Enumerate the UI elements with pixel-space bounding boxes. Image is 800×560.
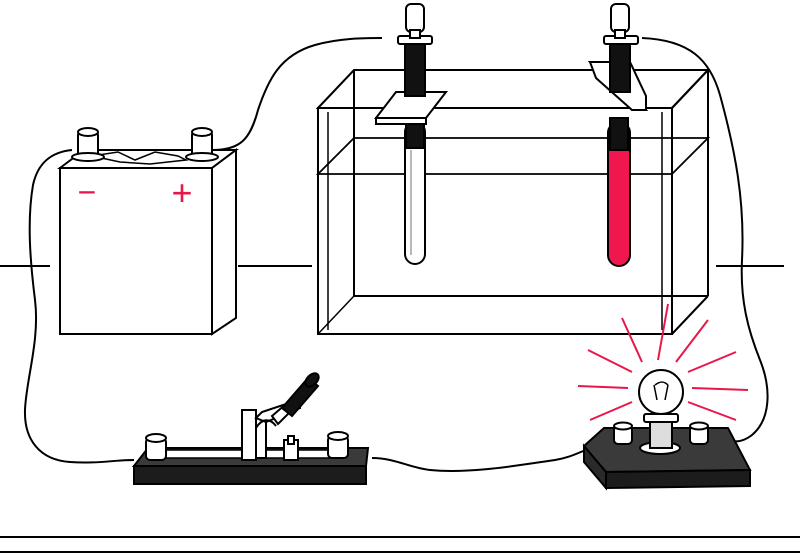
bulb-glass bbox=[638, 369, 684, 415]
battery-negative-symbol: − bbox=[78, 174, 97, 210]
bulb-socket bbox=[639, 413, 681, 455]
battery-negative-terminal bbox=[71, 127, 105, 162]
electrolysis-tank bbox=[315, 69, 711, 335]
wire-battery-to-switch bbox=[23, 149, 135, 464]
knife-switch bbox=[131, 372, 370, 485]
switch-left-terminal bbox=[145, 433, 167, 461]
battery-positive-symbol: + bbox=[171, 172, 192, 213]
liquid-surface bbox=[315, 137, 711, 175]
tank-back-rim bbox=[315, 69, 711, 109]
wire-switch-to-bulb bbox=[371, 445, 601, 472]
bulb-glow-rays bbox=[577, 303, 749, 421]
tank-front bbox=[317, 107, 673, 335]
battery-side bbox=[211, 148, 237, 336]
electrode-right bbox=[587, 3, 649, 267]
battery-strap bbox=[91, 151, 189, 165]
electrode-left bbox=[373, 3, 449, 265]
battery: − + bbox=[57, 127, 239, 336]
switch-handle bbox=[270, 372, 320, 426]
switch-right-terminal bbox=[327, 431, 349, 459]
battery-front bbox=[59, 167, 213, 335]
battery-positive-terminal bbox=[185, 127, 219, 162]
wire-battery-to-left-electrode bbox=[211, 37, 383, 151]
wires bbox=[23, 37, 769, 472]
light-bulb bbox=[577, 303, 752, 491]
wire-right-electrode-to-bulb bbox=[641, 37, 769, 443]
switch-base-front bbox=[133, 465, 367, 485]
bottom-rule-lines bbox=[0, 536, 800, 553]
